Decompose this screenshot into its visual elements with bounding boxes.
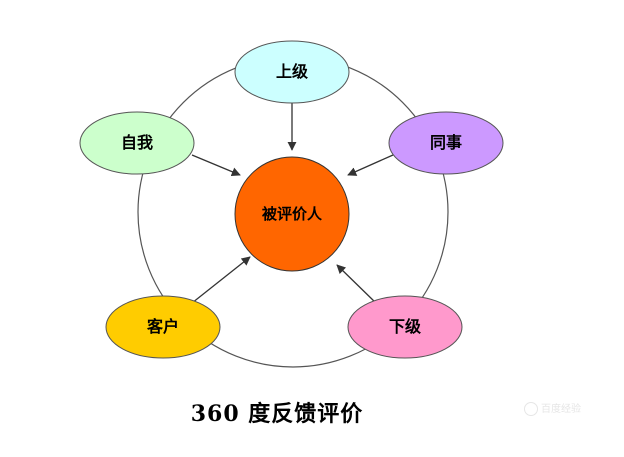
arrow-subordinate — [336, 264, 379, 306]
watermark: 百度经验 — [524, 400, 614, 416]
node-self: 自我 — [79, 111, 195, 175]
node-customer: 客户 — [105, 295, 221, 359]
node-subordinate-label: 下级 — [389, 317, 422, 336]
node-colleague: 同事 — [388, 111, 504, 175]
node-subordinate: 下级 — [347, 295, 463, 359]
center-node-circle — [234, 156, 350, 272]
node-superior-ellipse — [234, 40, 350, 104]
arrow-colleague — [347, 154, 394, 176]
node-colleague-ellipse — [388, 111, 504, 175]
center-node-label: 被评价人 — [262, 205, 323, 223]
watermark-text: 百度经验 — [541, 404, 581, 415]
node-self-label: 自我 — [121, 133, 153, 152]
watermark-logo-icon — [524, 402, 538, 416]
arrow-customer — [191, 256, 251, 304]
center-node: 被评价人 — [234, 156, 350, 272]
node-superior: 上级 — [234, 40, 350, 104]
diagram-caption-text: 360 度反馈评价 — [190, 401, 364, 427]
node-self-ellipse — [79, 111, 195, 175]
node-colleague-label: 同事 — [430, 133, 462, 152]
node-customer-label: 客户 — [147, 317, 179, 336]
diagram-caption: 360 度反馈评价 — [0, 396, 624, 428]
node-subordinate-ellipse — [347, 295, 463, 359]
arrow-self — [191, 154, 241, 177]
node-customer-ellipse — [105, 295, 221, 359]
node-superior-label: 上级 — [276, 62, 309, 81]
